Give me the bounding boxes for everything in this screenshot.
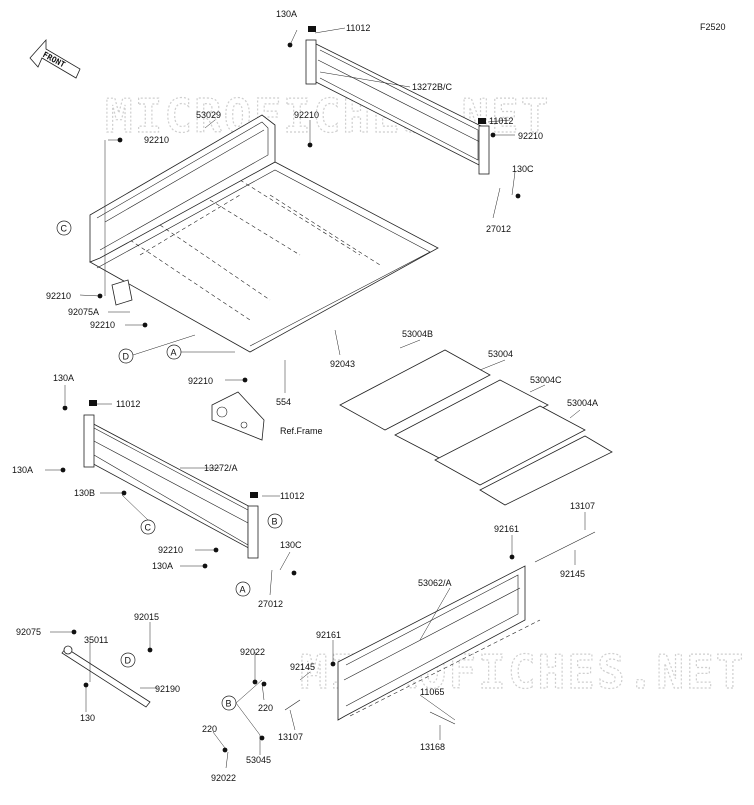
part-label: 130 [80, 713, 95, 723]
front-arrow-icon: FRONT [29, 38, 81, 79]
callout-a-mid: A [235, 581, 251, 597]
callout-a-top: A [166, 344, 182, 360]
part-label: 11065 [420, 687, 444, 697]
part-label: 92015 [134, 612, 159, 622]
callout-c-mid: C [140, 519, 156, 535]
part-label: 11012 [346, 23, 370, 33]
part-label: 130C [512, 164, 534, 174]
part-label: 53045 [246, 755, 271, 765]
part-label: 130A [12, 465, 33, 475]
part-label: 130B [74, 488, 95, 498]
part-label: 92210 [158, 545, 183, 555]
part-label: 13107 [570, 501, 595, 511]
ref-frame-label: Ref.Frame [280, 426, 323, 436]
part-label: 53029 [196, 110, 221, 120]
part-label: 220 [258, 703, 273, 713]
part-label: 92145 [290, 662, 315, 672]
part-label: 554 [276, 397, 291, 407]
part-label: 92210 [90, 320, 115, 330]
part-label: 92022 [240, 647, 265, 657]
part-labels: 130A 11012 13272B/C 53029 92210 92210 11… [12, 9, 598, 783]
part-label: 130A [53, 373, 74, 383]
part-label: 130A [152, 561, 173, 571]
part-label: 27012 [486, 224, 511, 234]
part-label: 92210 [144, 135, 169, 145]
callout-b-bottom: B [221, 695, 237, 711]
part-label: 35011 [84, 635, 108, 645]
part-label: 53004 [488, 349, 513, 359]
fasteners [60, 26, 521, 753]
part-label: 13168 [420, 742, 445, 752]
svg-text:A: A [171, 348, 177, 358]
part-label: 11012 [280, 491, 304, 501]
part-label: 13272B/C [412, 82, 453, 92]
part-label: 92145 [560, 569, 585, 579]
leader-lines [45, 27, 586, 769]
svg-text:D: D [125, 656, 132, 666]
front-label: FRONT [41, 50, 67, 69]
callout-d-bottom: D [120, 652, 136, 668]
part-label: 92190 [155, 684, 180, 694]
svg-text:A: A [240, 585, 246, 595]
rods [284, 531, 596, 725]
part-label: 92043 [330, 359, 355, 369]
svg-text:C: C [61, 224, 68, 234]
callout-b-mid: B [267, 513, 283, 529]
tailgate [337, 565, 541, 721]
part-label: 53004A [567, 398, 598, 408]
part-label: 53004B [402, 329, 433, 339]
part-label: 92210 [46, 291, 71, 301]
cargo-bed-floor [89, 161, 439, 353]
svg-text:B: B [272, 517, 278, 527]
lock-lever [61, 645, 151, 708]
front-wall [305, 39, 490, 175]
floor-mats [339, 349, 613, 506]
part-label: 53062/A [418, 578, 452, 588]
side-wall-13272a [83, 414, 259, 559]
part-label: 92210 [294, 110, 319, 120]
figure-code: F2520 [700, 22, 726, 32]
part-label: 53004C [530, 375, 562, 385]
callout-c-top: C [56, 220, 72, 236]
svg-text:D: D [123, 352, 130, 362]
part-label: 11012 [116, 399, 140, 409]
part-label: 130A [276, 9, 297, 19]
part-label: 11012 [489, 116, 513, 126]
part-label: 220 [202, 724, 217, 734]
part-label: 27012 [258, 599, 283, 609]
left-side-wall [89, 114, 276, 306]
part-label: 13107 [278, 732, 303, 742]
part-label: 92161 [494, 524, 519, 534]
part-label: 92161 [316, 630, 341, 640]
svg-text:B: B [226, 699, 232, 709]
part-label: 92210 [188, 376, 213, 386]
part-label: 92022 [211, 773, 236, 783]
part-label: 13272/A [204, 463, 238, 473]
svg-text:C: C [145, 523, 152, 533]
part-label: 92210 [518, 131, 543, 141]
part-label: 92075 [16, 627, 41, 637]
part-label: 130C [280, 540, 302, 550]
part-label: 92075A [68, 307, 99, 317]
ref-frame-bracket [211, 391, 265, 441]
callout-d-top: D [118, 348, 134, 364]
